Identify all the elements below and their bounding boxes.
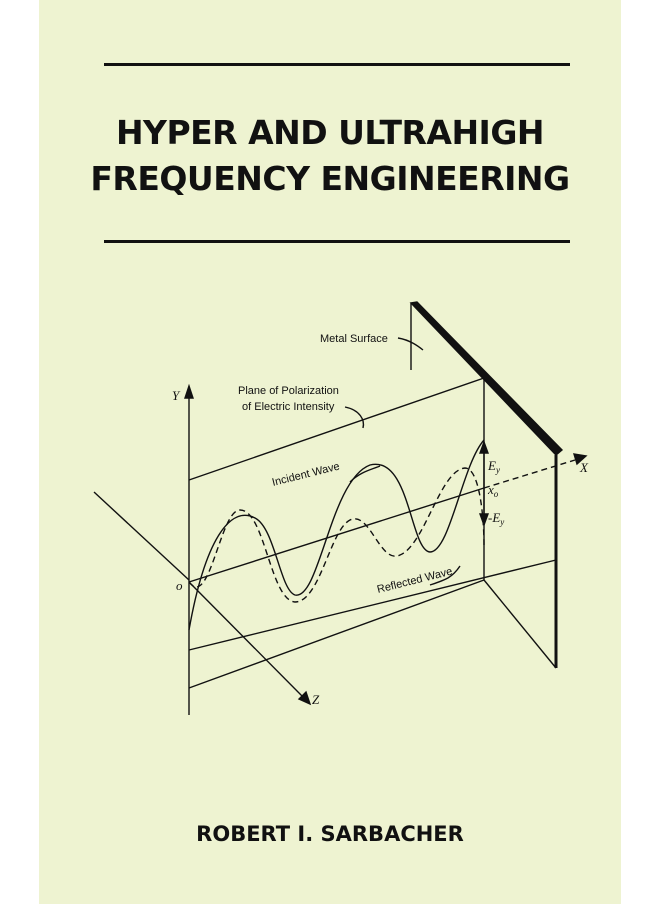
incident-wave-label: Incident Wave	[271, 461, 341, 489]
wave-reflection-figure: Metal Surface Plane of Polarization of E…	[80, 290, 600, 730]
xo-label-sub: o	[494, 489, 499, 499]
book-cover	[39, 0, 621, 904]
metal-surface-bottom	[483, 579, 557, 669]
top-rule	[104, 63, 570, 66]
horizontal-plane-left	[93, 491, 190, 581]
metal-surface-label: Metal Surface	[320, 333, 388, 345]
incident-leader	[349, 465, 381, 483]
x-axis-dashed	[483, 459, 576, 489]
neg-ey-label-main: -E	[488, 510, 500, 525]
z-axis	[188, 581, 305, 699]
x-axis-label: X	[579, 460, 589, 475]
polarization-plane-bottom	[188, 579, 485, 689]
x-axis-arrow	[573, 453, 588, 466]
metal-surface-leader	[397, 337, 424, 351]
ey-label-sub: y	[495, 465, 500, 475]
ey-label: Ey	[487, 458, 500, 475]
plane-label-line1: Plane of Polarization	[238, 385, 339, 397]
polarization-plane-top	[188, 377, 485, 481]
origin-label: o	[176, 578, 183, 593]
horizontal-plane-front	[188, 559, 557, 651]
bottom-rule	[104, 240, 570, 243]
y-axis-label: Y	[172, 388, 181, 403]
ey-arrowhead	[479, 439, 489, 454]
reflected-wave-curve	[188, 467, 485, 603]
plane-leader	[344, 406, 365, 429]
z-axis-arrow	[297, 690, 312, 706]
incident-wave-curve	[188, 439, 485, 631]
y-axis-arrow	[184, 383, 194, 399]
z-axis-label: Z	[312, 692, 320, 707]
neg-ey-label-sub: y	[499, 517, 504, 527]
xo-label: xo	[487, 482, 499, 499]
title-line-2: FREQUENCY ENGINEERING	[90, 159, 570, 198]
ey-label-main: E	[487, 458, 496, 473]
figure-svg: Metal Surface Plane of Polarization of E…	[93, 301, 589, 715]
xo-label-main: x	[487, 482, 494, 497]
neg-ey-arrowhead	[479, 513, 489, 528]
neg-ey-label: -Ey	[488, 510, 504, 527]
metal-surface-plate	[409, 301, 564, 456]
plane-label-line2: of Electric Intensity	[242, 401, 335, 413]
reflected-leader	[429, 565, 461, 586]
author-name: ROBERT I. SARBACHER	[196, 822, 464, 846]
title-line-1: HYPER AND ULTRAHIGH	[115, 113, 545, 152]
